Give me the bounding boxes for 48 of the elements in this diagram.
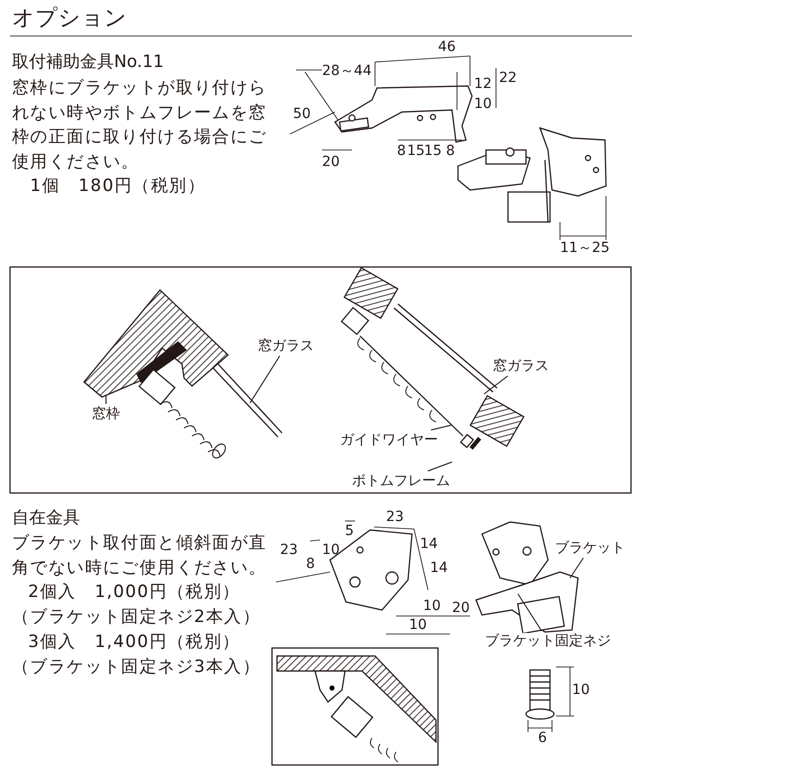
- window-glass: [212, 364, 282, 438]
- dimension-label: 10: [572, 682, 590, 698]
- dimension-label: 10: [474, 96, 492, 112]
- dimension-label: 28～44: [322, 63, 372, 79]
- dimension-label: 23: [280, 542, 298, 558]
- dimension-label: 14: [420, 536, 438, 552]
- description-text: 窓枠にブラケットが取り付けられない時やボトムフレームを窓枠の正面に取り付ける場合にご使用ください。: [12, 77, 268, 174]
- leader-line: [427, 462, 452, 472]
- callout-label: ガイドワイヤー: [340, 432, 438, 448]
- callout-label: ブラケット固定ネジ: [485, 633, 611, 649]
- description-text: ブラケット取付面と傾斜面が直角でない時にご使用ください。: [12, 532, 268, 580]
- price-text: 2個入 1,000円（税別）: [28, 581, 240, 604]
- dimension-label: 15: [424, 143, 442, 159]
- leader-line: [250, 356, 280, 404]
- callout-label: ブラケット: [555, 540, 625, 556]
- price-text: （ブラケット固定ネジ3本入）: [12, 656, 261, 679]
- page-title: オプション: [12, 6, 127, 32]
- callout-label: ボトムフレーム: [352, 473, 450, 489]
- dimension-label: 11～25: [560, 240, 610, 256]
- dimension-label: 8: [397, 143, 406, 159]
- dimension-label: 12: [474, 76, 492, 92]
- dimension-label: 20: [322, 154, 340, 170]
- section-heading: 自在金具: [12, 508, 80, 528]
- callout-label: 窓枠: [92, 406, 120, 422]
- callout-label: 窓ガラス: [493, 358, 549, 374]
- dimension-label: 5: [345, 523, 354, 539]
- dimension-label: 15: [407, 143, 425, 159]
- dimension-label: 10: [322, 542, 340, 558]
- section-heading: 取付補助金具No.11: [12, 52, 164, 72]
- dimension-label: 22: [499, 70, 517, 86]
- leader-line: [484, 376, 508, 394]
- dimension-label: 8: [446, 143, 455, 159]
- dimension-label: 10: [409, 617, 427, 633]
- dimension-label: 50: [293, 106, 311, 122]
- dimension-label: 46: [438, 39, 456, 55]
- leader-line: [430, 424, 452, 430]
- price-text: （ブラケット固定ネジ2本入）: [12, 606, 261, 629]
- leader-line: [518, 594, 542, 632]
- leader-line: [570, 558, 584, 578]
- dimension-label: 14: [430, 560, 448, 576]
- price-text: 1個 180円（税別）: [30, 175, 206, 198]
- dimension-label: 20: [452, 600, 470, 616]
- dimension-label: 6: [538, 730, 547, 746]
- dimension-label: 23: [386, 509, 404, 525]
- dimension-label: 8: [306, 556, 315, 572]
- dimension-label: 10: [423, 598, 441, 614]
- callout-label: 窓ガラス: [258, 338, 314, 354]
- price-text: 3個入 1,400円（税別）: [28, 631, 240, 654]
